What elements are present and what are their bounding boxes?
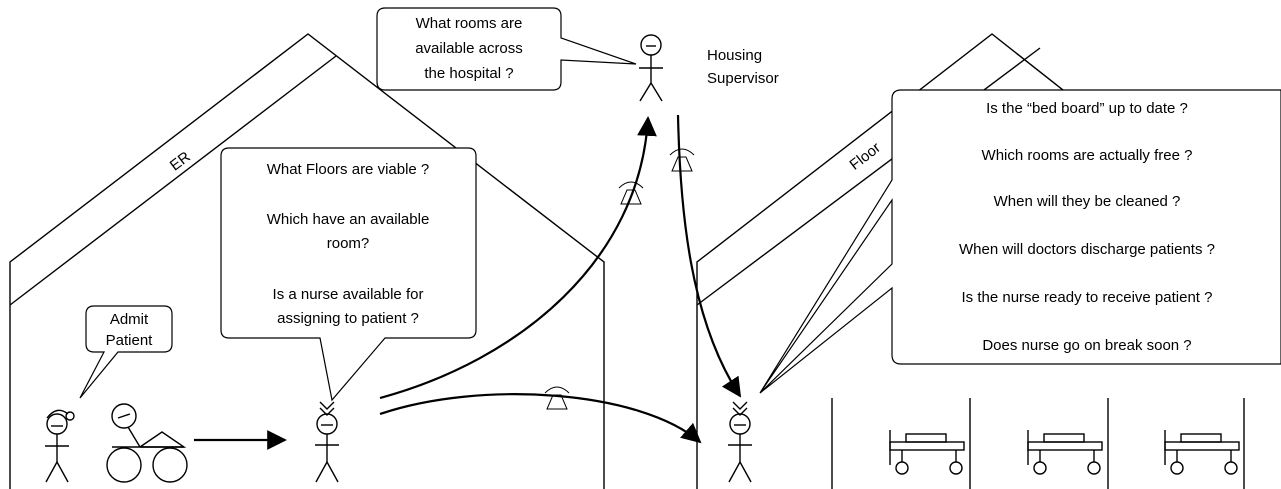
- floor-bubble-line: Is the “bed board” up to date ?: [986, 100, 1188, 117]
- er-label: ER: [167, 148, 194, 174]
- floor-bubble-line: Is the nurse ready to receive patient ?: [962, 289, 1213, 306]
- er-bubble-line: assigning to patient ?: [277, 310, 419, 327]
- er-nurse-speech-bubble: What Floors are viable ? Which have an a…: [220, 147, 477, 402]
- housing-supervisor-speech-bubble: What rooms are available across the hosp…: [376, 7, 637, 91]
- floor-bubble-line: When will they be cleaned ?: [994, 193, 1181, 210]
- arrow-er-nurse-to-floor-nurse: [379, 393, 702, 444]
- admit-patient-speech-bubble: Admit Patient: [79, 305, 173, 399]
- arrow-er-nurse-to-supervisor: [379, 116, 657, 400]
- housing-bubble-line: What rooms are: [416, 15, 523, 32]
- floor-nurse-figure: [728, 401, 752, 483]
- floor-nurse-speech-bubble: Is the “bed board” up to date ? Which ro…: [759, 89, 1281, 394]
- bed-2: [1027, 430, 1103, 475]
- er-bubble-line: What Floors are viable ?: [267, 161, 430, 178]
- flow-arrows: [194, 114, 742, 450]
- phone-icon: [618, 181, 644, 205]
- admit-bubble-line: Patient: [106, 332, 154, 349]
- housing-bubble-line: available across: [415, 40, 523, 57]
- floor-bubble-line: Does nurse go on break soon ?: [982, 337, 1191, 354]
- patient-rooms: [831, 398, 1245, 489]
- admitting-staff-figure: [45, 409, 75, 483]
- housing-supervisor-label-line2: Supervisor: [707, 70, 779, 87]
- er-bubble-line: room?: [327, 235, 370, 252]
- bed-3: [1164, 430, 1240, 475]
- er-bubble-line: Which have an available: [267, 211, 430, 228]
- housing-bubble-line: the hospital ?: [424, 65, 513, 82]
- er-bubble-line: Is a nurse available for: [273, 286, 424, 303]
- admit-bubble-line: Admit: [110, 311, 149, 328]
- housing-supervisor-figure: [639, 34, 663, 102]
- bed-1: [889, 430, 965, 475]
- phone-icon: [669, 148, 695, 172]
- patient-stretcher-figure: [106, 403, 188, 483]
- floor-bubble-line: Which rooms are actually free ?: [982, 147, 1193, 164]
- floor-bubble-line: When will doctors discharge patients ?: [959, 241, 1215, 258]
- er-nurse-figure: [315, 401, 339, 483]
- housing-supervisor-label-line1: Housing: [707, 47, 762, 64]
- arrow-supervisor-to-floor-nurse: [676, 114, 742, 398]
- phone-icon: [544, 386, 570, 410]
